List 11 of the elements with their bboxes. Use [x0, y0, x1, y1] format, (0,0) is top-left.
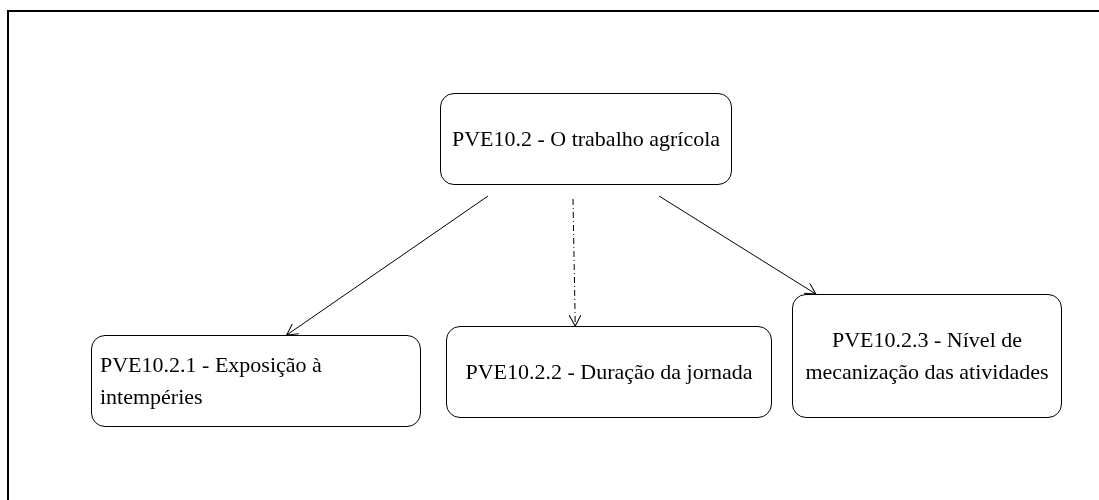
arrow — [286, 195, 489, 336]
process-box — [792, 294, 1062, 418]
process-box — [91, 335, 421, 427]
box-label: PVE10.2.3 - Nível de mecanização das atividades — [804, 326, 1050, 386]
arrow — [568, 198, 582, 327]
box-label: PVE10.2.2 - Duração da jornada — [464, 358, 754, 386]
box-label: PVE10.2.1 - Exposição à intempéries — [100, 351, 323, 411]
process-box — [446, 326, 772, 418]
process-box — [440, 93, 732, 185]
arrow — [658, 195, 817, 295]
box-label: PVE10.2 - O trabalho agrícola — [450, 125, 722, 153]
